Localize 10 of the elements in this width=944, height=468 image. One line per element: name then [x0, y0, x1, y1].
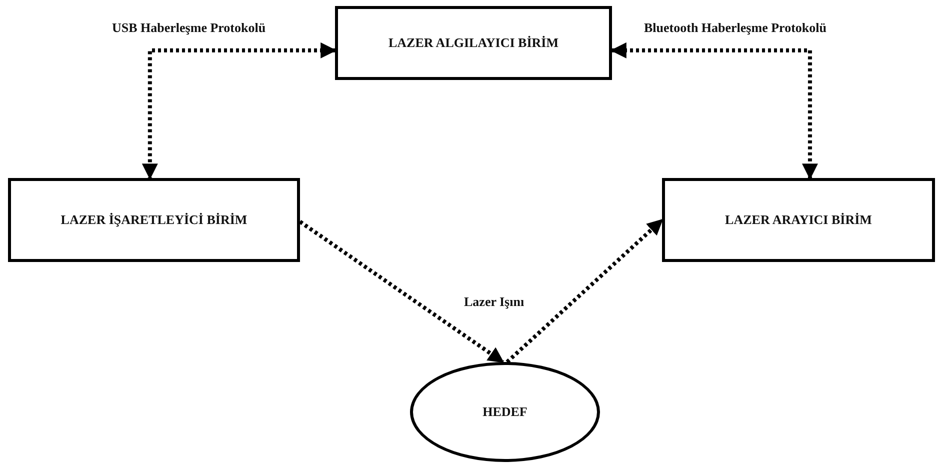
dotted-arrow	[298, 220, 504, 364]
dotted-arrow	[142, 42, 337, 180]
dotted-arrow	[610, 42, 818, 180]
unit-box: LAZER İŞARETLEYİCİ BİRİM	[8, 178, 300, 262]
dotted-arrow	[506, 218, 664, 364]
unit-box: LAZER ALGILAYICI BİRİM	[335, 6, 612, 80]
edge-label: Bluetooth Haberleşme Protokolü	[642, 20, 828, 36]
unit-box: LAZER ARAYICI BİRİM	[662, 178, 935, 262]
target-ellipse: HEDEF	[410, 362, 600, 462]
edge-label: USB Haberleşme Protokolü	[110, 20, 268, 36]
